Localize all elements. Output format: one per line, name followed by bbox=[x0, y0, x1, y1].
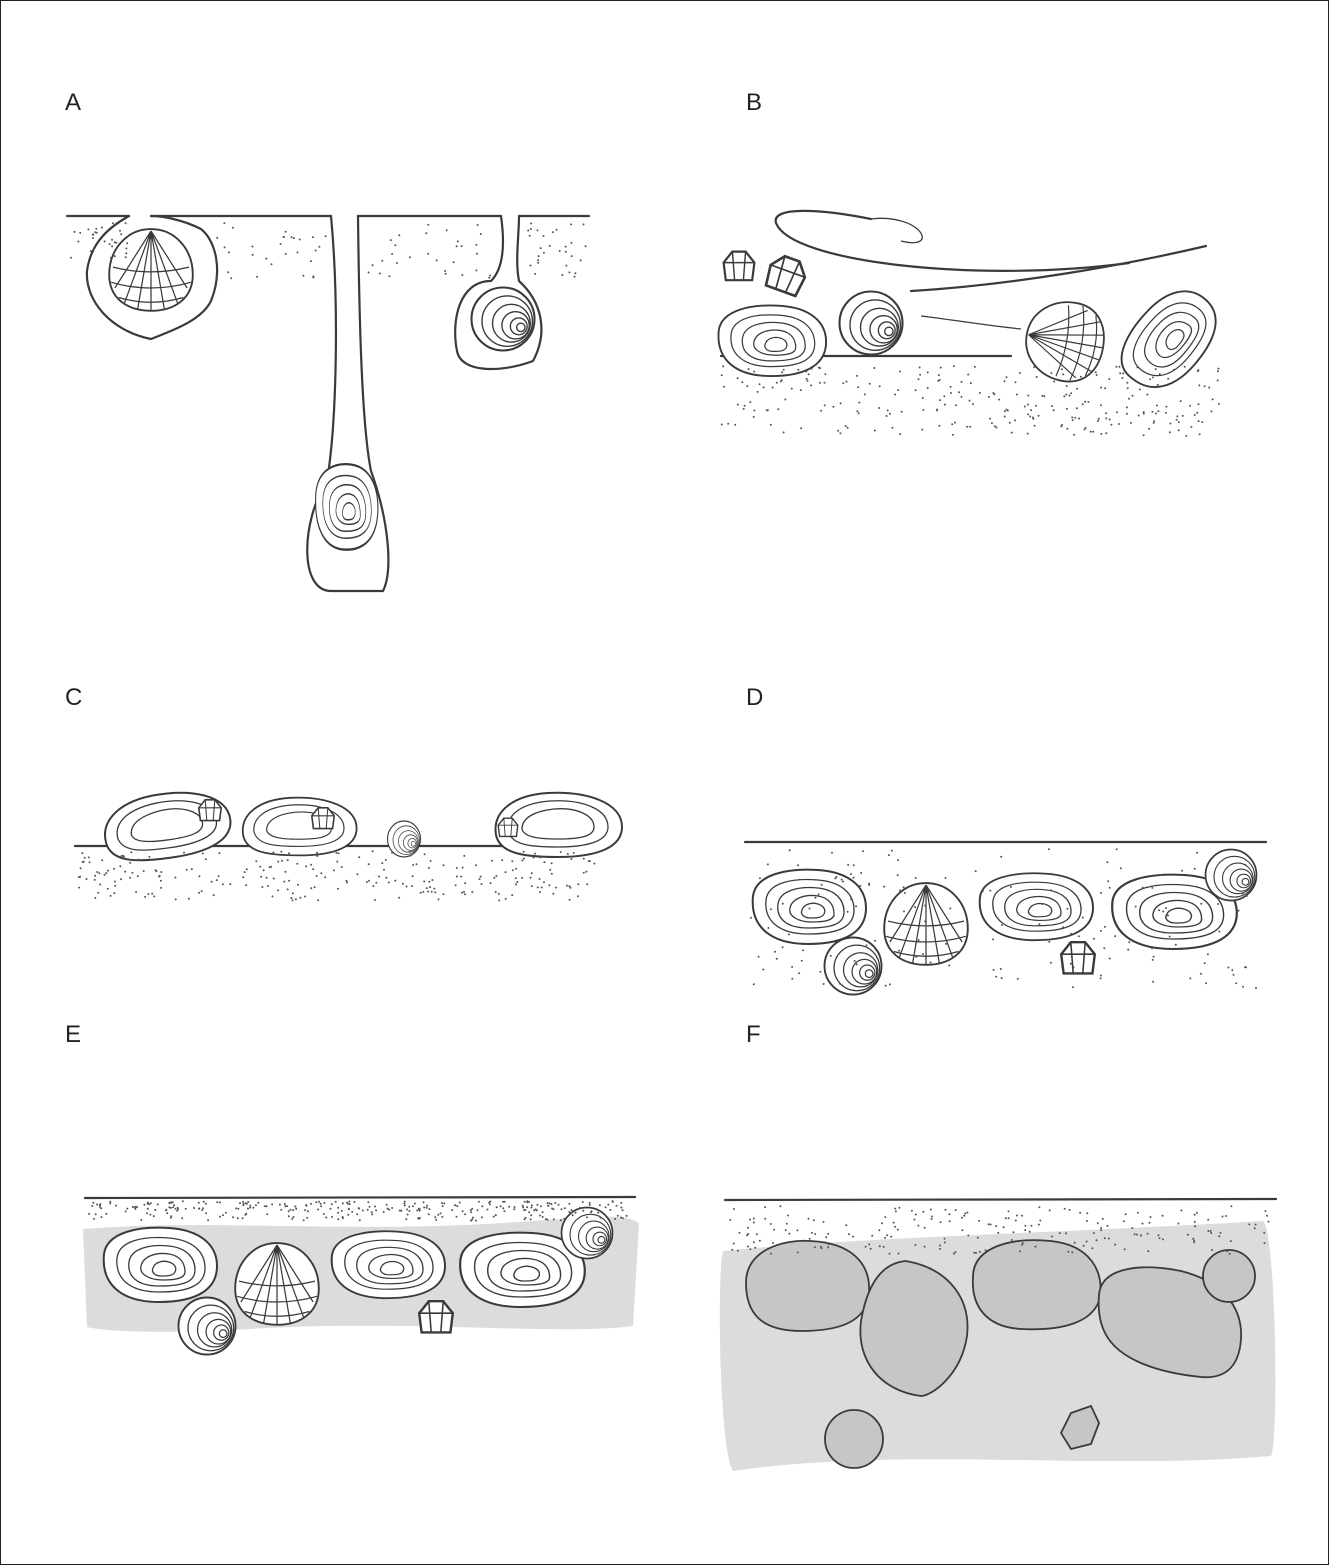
panel-b-drawing bbox=[718, 211, 1231, 437]
panel-c-drawing bbox=[75, 785, 622, 901]
panel-e-drawing bbox=[83, 1197, 639, 1355]
panel-f-drawing bbox=[720, 1199, 1276, 1471]
sediment-dots-e bbox=[88, 1200, 628, 1221]
panel-a-drawing bbox=[67, 216, 589, 591]
panel-d-drawing bbox=[745, 842, 1266, 995]
